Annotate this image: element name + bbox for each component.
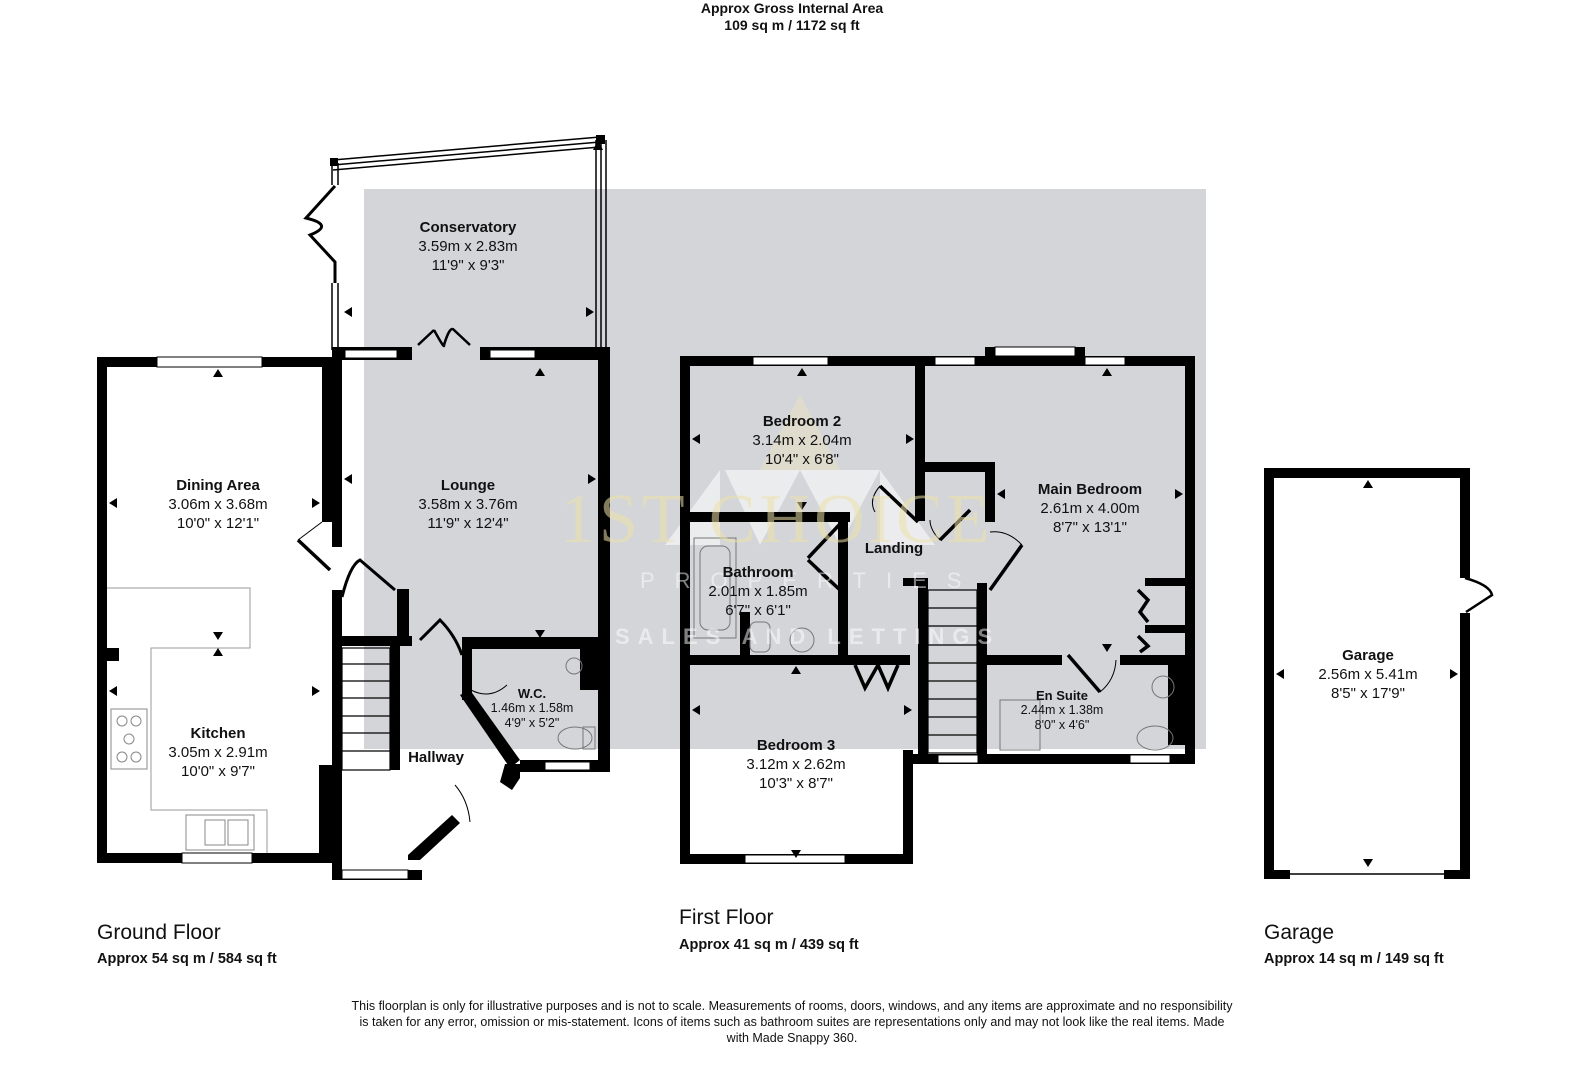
room-hallway: Hallway: [408, 748, 464, 767]
room-name: Bedroom 2: [762, 413, 842, 430]
room-imperial: 8'5" x 17'9": [1331, 685, 1405, 702]
room-name: Garage: [1342, 647, 1394, 664]
garage-plan: [1264, 468, 1494, 879]
disclaimer-text: This floorplan is only for illustrative …: [351, 999, 1233, 1045]
room-imperial: 10'0" x 12'1": [176, 515, 260, 532]
room-dining-area: Dining Area 3.06m x 3.68m 10'0" x 12'1": [168, 476, 267, 533]
room-imperial: 10'0" x 9'7": [181, 763, 255, 780]
room-metric: 1.46m x 1.58m: [490, 701, 574, 715]
room-name: En Suite: [1035, 688, 1088, 703]
room-wc: W.C. 1.46m x 1.58m 4'9" x 5'2": [491, 686, 574, 731]
room-metric: 3.12m x 2.62m: [746, 756, 846, 773]
room-imperial: 4'9" x 5'2": [504, 716, 560, 730]
ground-floor-area: Approx 54 sq m / 584 sq ft: [97, 951, 277, 967]
room-imperial: 11'9" x 9'3": [431, 257, 505, 274]
first-floor-area: Approx 41 sq m / 439 sq ft: [679, 937, 859, 953]
room-bedroom-2: Bedroom 2 3.14m x 2.04m 10'4" x 6'8": [752, 412, 851, 469]
gross-area-header: Approx Gross Internal Area 109 sq m / 11…: [0, 0, 1584, 34]
room-name: Landing: [864, 540, 924, 557]
room-name: Bedroom 3: [756, 737, 836, 754]
room-name: Lounge: [440, 477, 496, 494]
first-floor-plan: [680, 346, 1195, 864]
room-name: Kitchen: [190, 725, 246, 742]
room-imperial: 10'4" x 6'8": [765, 451, 839, 468]
room-kitchen: Kitchen 3.05m x 2.91m 10'0" x 9'7": [168, 724, 267, 781]
room-metric: 2.61m x 4.00m: [1040, 500, 1140, 517]
garage-floor-area: Approx 14 sq m / 149 sq ft: [1264, 951, 1444, 967]
room-conservatory: Conservatory 3.59m x 2.83m 11'9" x 9'3": [418, 218, 517, 275]
room-name: Hallway: [408, 749, 464, 766]
room-main-bedroom: Main Bedroom 2.61m x 4.00m 8'7" x 13'1": [1038, 480, 1142, 537]
room-garage: Garage 2.56m x 5.41m 8'5" x 17'9": [1318, 646, 1417, 703]
room-lounge: Lounge 3.58m x 3.76m 11'9" x 12'4": [418, 476, 517, 533]
room-name: Bathroom: [722, 564, 794, 581]
room-name: Dining Area: [176, 477, 260, 494]
header-total-area: 109 sq m / 1172 sq ft: [724, 17, 860, 33]
room-metric: 2.44m x 1.38m: [1020, 703, 1104, 717]
garage-floor-title: Garage: [1264, 921, 1335, 944]
room-imperial: 8'7" x 13'1": [1053, 519, 1127, 536]
room-imperial: 10'3" x 8'7": [759, 775, 833, 792]
watermark-logo-icon: [665, 395, 935, 545]
ground-floor-plan: [97, 135, 610, 880]
room-landing: Landing: [865, 539, 923, 558]
room-metric: 3.14m x 2.04m: [752, 432, 852, 449]
room-name: Main Bedroom: [1037, 481, 1143, 498]
room-metric: 2.01m x 1.85m: [708, 583, 808, 600]
room-imperial: 11'9" x 12'4": [427, 515, 509, 532]
room-metric: 3.59m x 2.83m: [418, 238, 518, 255]
room-metric: 3.58m x 3.76m: [418, 496, 518, 513]
room-imperial: 6'7" x 6'1": [725, 602, 791, 619]
room-imperial: 8'0" x 4'6": [1034, 718, 1090, 732]
header-title: Approx Gross Internal Area: [700, 0, 884, 16]
room-metric: 3.06m x 3.68m: [168, 496, 268, 513]
room-bathroom: Bathroom 2.01m x 1.85m 6'7" x 6'1": [708, 563, 807, 620]
room-name: Conservatory: [419, 219, 517, 236]
room-bedroom-3: Bedroom 3 3.12m x 2.62m 10'3" x 8'7": [746, 736, 845, 793]
room-name: W.C.: [517, 686, 547, 701]
room-metric: 3.05m x 2.91m: [168, 744, 268, 761]
ground-floor-title: Ground Floor: [97, 921, 221, 944]
dimension-arrows: [109, 140, 1458, 867]
room-en-suite: En Suite 2.44m x 1.38m 8'0" x 4'6": [1021, 688, 1104, 733]
room-metric: 2.56m x 5.41m: [1318, 666, 1418, 683]
first-floor-title: First Floor: [679, 906, 774, 929]
